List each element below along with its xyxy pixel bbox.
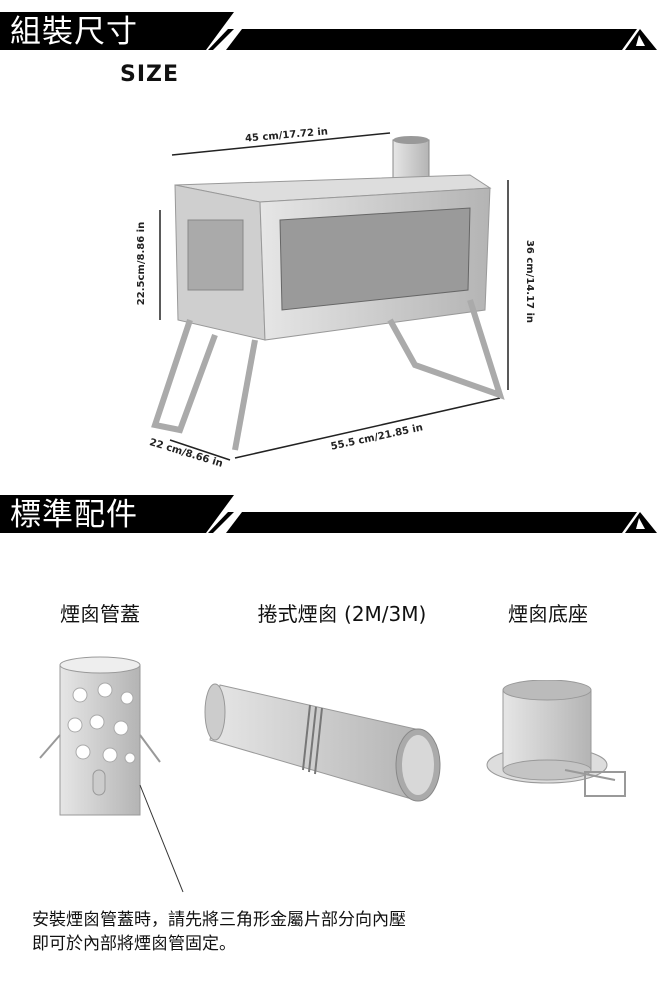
dimension-height-total: 36 cm/14.17 in: [524, 239, 536, 324]
rolled-chimney-image: [204, 683, 441, 802]
size-subtitle: SIZE: [120, 62, 180, 87]
accessory-label-chimney-base: 煙囪底座: [508, 602, 588, 626]
section-title: 標準配件: [10, 497, 138, 533]
section-header-size: 組裝尺寸: [0, 10, 657, 54]
stove-illustration: [151, 132, 509, 461]
installation-caption: 安裝煙囪管蓋時，請先將三角形金屬片部分向內壓 即可於內部將煙囪管固定。: [32, 908, 406, 956]
dimension-height-body: 22.5cm/8.86 in: [136, 221, 148, 306]
header-bar: [0, 12, 657, 50]
caption-line-1: 安裝煙囪管蓋時，請先將三角形金屬片部分向內壓: [32, 910, 406, 930]
chimney-cap-image: [39, 656, 184, 893]
header-bar: [0, 495, 657, 533]
section-header-accessories: 標準配件: [0, 493, 657, 537]
caption-line-2: 即可於內部將煙囪管固定。: [32, 934, 236, 954]
chimney-base-image: [486, 680, 626, 797]
accessory-label-chimney-cap: 煙囪管蓋: [60, 602, 140, 626]
brand-logo-icon: [625, 29, 657, 50]
accessory-label-rolled-chimney: 捲式煙囪 (2M/3M): [257, 602, 427, 626]
brand-logo-icon: [625, 512, 657, 533]
section-title: 組裝尺寸: [10, 14, 138, 50]
